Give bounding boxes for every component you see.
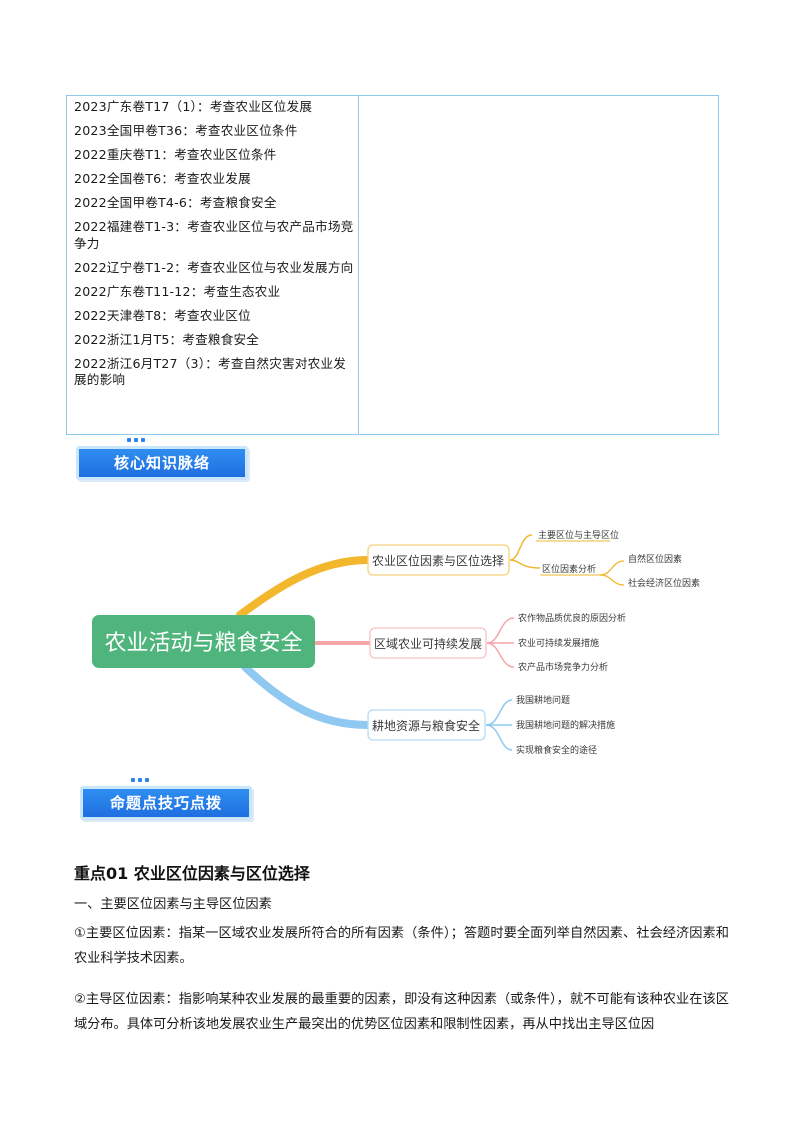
branch-2-child-1: 农作物品质优良的原因分析 (518, 612, 626, 624)
branch-1-grandchild-2: 社会经济区位因素 (628, 577, 700, 589)
exam-tips-badge: 命题点技巧点拨 (80, 786, 252, 820)
branch-2-child-3: 农产品市场竞争力分析 (518, 661, 608, 673)
center-node-label: 农业活动与粮食安全 (104, 631, 302, 656)
exam-item: 2022福建卷T1-3：考查农业区位与农产品市场竞争力 (74, 219, 354, 251)
branch-node-2 (369, 627, 487, 659)
exam-item: 2022天津卷T8：考查农业区位 (74, 307, 251, 323)
branch-3-child-3: 实现粮食安全的途径 (516, 744, 597, 756)
branch-line-1 (236, 556, 372, 619)
branch-1-grandchild-1: 自然区位因素 (628, 553, 682, 565)
branch-node-3-label: 耕地资源与粮食安全 (372, 718, 480, 733)
exam-item: 2022全国甲卷T4-6：考查粮食安全 (74, 195, 277, 210)
table-column-divider (358, 96, 359, 434)
badge-dots-decoration (131, 778, 149, 782)
exam-item: 2022辽宁卷T1-2：考查农业区位与农业发展方向 (74, 259, 354, 275)
mind-map: 农业活动与粮食安全 农业区位因素与区位选择 主要区位与主导区位 区位因素分析 自… (92, 529, 700, 756)
exam-item: 2022全国卷T6：考查农业发展 (74, 171, 251, 186)
exam-record-table: 2023广东卷T17（1）：考查农业区位发展 2023全国甲卷T36：考查农业区… (66, 95, 719, 435)
branch-line-3 (241, 663, 372, 729)
exam-item: 2022浙江6月T27（3）：考查自然灾害对农业发展的影响 (74, 355, 346, 388)
branch-3-child-1: 我国耕地问题 (516, 694, 570, 706)
branch-3-child-2: 我国耕地问题的解决措施 (516, 719, 615, 731)
center-node (92, 615, 315, 668)
branch-node-1-label: 农业区位因素与区位选择 (372, 553, 504, 568)
exam-item: 2023广东卷T17（1）：考查农业区位发展 (74, 99, 313, 114)
core-knowledge-badge: 核心知识脉络 (76, 446, 248, 480)
exam-item: 2023全国甲卷T36：考查农业区位条件 (74, 123, 298, 138)
branch-node-3 (367, 709, 486, 741)
exam-item: 2022广东卷T11-12：考查生态农业 (74, 283, 281, 299)
paragraph-main-factors: ①主要区位因素：指某一区域农业发展所符合的所有因素（条件）；答题时要全面列举自然… (74, 926, 729, 966)
subheading: 一、主要区位因素与主导区位因素 (74, 897, 272, 912)
branch-node-2-label: 区域农业可持续发展 (374, 636, 482, 651)
branch-1-child-1: 主要区位与主导区位 (538, 529, 619, 541)
paragraph-dominant-factors: ②主导区位因素：指影响某种农业发展的最重要的因素，即没有这种因素（或条件），就不… (74, 992, 729, 1032)
branch-1-child-2: 区位因素分析 (542, 563, 596, 575)
exam-item: 2022重庆卷T1：考查农业区位条件 (74, 147, 277, 162)
badge-dots-decoration (127, 438, 145, 442)
branch-2-child-2: 农业可持续发展措施 (518, 637, 599, 649)
exam-item-list: 2023广东卷T17（1）：考查农业区位发展 2023全国甲卷T36：考查农业区… (74, 99, 356, 396)
section-heading: 重点01 农业区位因素与区位选择 (74, 864, 310, 883)
exam-item: 2022浙江1月T5：考查粮食安全 (74, 331, 260, 347)
branch-node-1 (367, 544, 510, 576)
